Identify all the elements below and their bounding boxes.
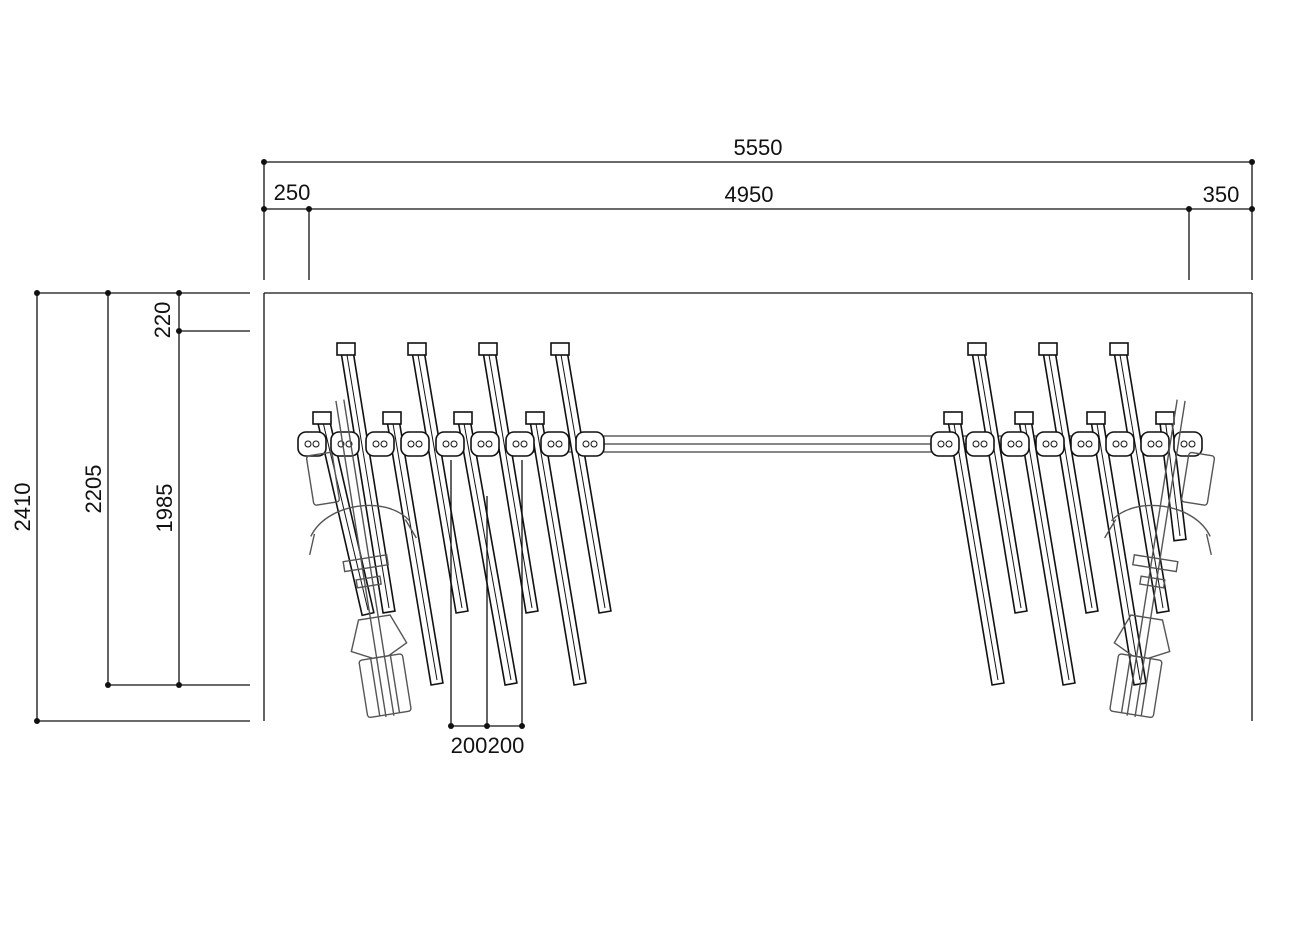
overall-width-dimension: 5550 [261, 135, 1255, 165]
rack-hub [505, 431, 535, 457]
rack-hub [1035, 431, 1065, 457]
rack-hub [965, 431, 995, 457]
rack-hub [330, 431, 360, 457]
rack-hub [400, 431, 430, 457]
rack-hub [297, 431, 327, 457]
rack-hub [365, 431, 395, 457]
rack-bar [967, 342, 1028, 614]
top-offset-label: 220 [150, 302, 175, 339]
rack-length-label: 1985 [152, 484, 177, 533]
rack-hub [540, 431, 570, 457]
rack-bar [382, 411, 444, 686]
rack-bar [1014, 411, 1076, 686]
overall-depth-label: 2410 [10, 483, 35, 532]
rack-hub [435, 431, 465, 457]
rack-bar [1086, 411, 1147, 686]
rack-hub [1000, 431, 1030, 457]
rack-hub [1140, 431, 1170, 457]
extension-lines-top [263, 160, 1253, 280]
rack-depth-label: 2205 [81, 465, 106, 514]
left-offset-label: 250 [274, 180, 311, 205]
pitch-1-label: 200 [451, 733, 488, 758]
rack-hub [1070, 431, 1100, 457]
pitch-2-label: 200 [488, 733, 525, 758]
rack-bar [525, 411, 587, 686]
vertical-dimensions: 2410 2205 220 1985 [10, 290, 250, 724]
rack-width-label: 4950 [725, 182, 774, 207]
overall-width-label: 5550 [734, 135, 783, 160]
rack-hub [930, 431, 960, 457]
bicycle-right [1104, 399, 1216, 719]
rack-bar [478, 342, 539, 614]
rack-width-dimension: 250 4950 350 [261, 180, 1255, 212]
footprint-outline [263, 292, 1253, 721]
rack-bar [1109, 342, 1170, 614]
rack-hub [470, 431, 500, 457]
rack-hub [1105, 431, 1135, 457]
right-offset-label: 350 [1203, 182, 1240, 207]
rack-bar [336, 342, 396, 614]
rack-bar [550, 342, 612, 614]
rack-units [297, 342, 1203, 686]
bicycle-left [305, 399, 417, 719]
rack-bar [943, 411, 1005, 686]
pitch-dimension: 200 200 [448, 460, 525, 758]
rack-bar [407, 342, 469, 614]
rack-hub [575, 431, 605, 457]
rack-bar [1038, 342, 1099, 614]
